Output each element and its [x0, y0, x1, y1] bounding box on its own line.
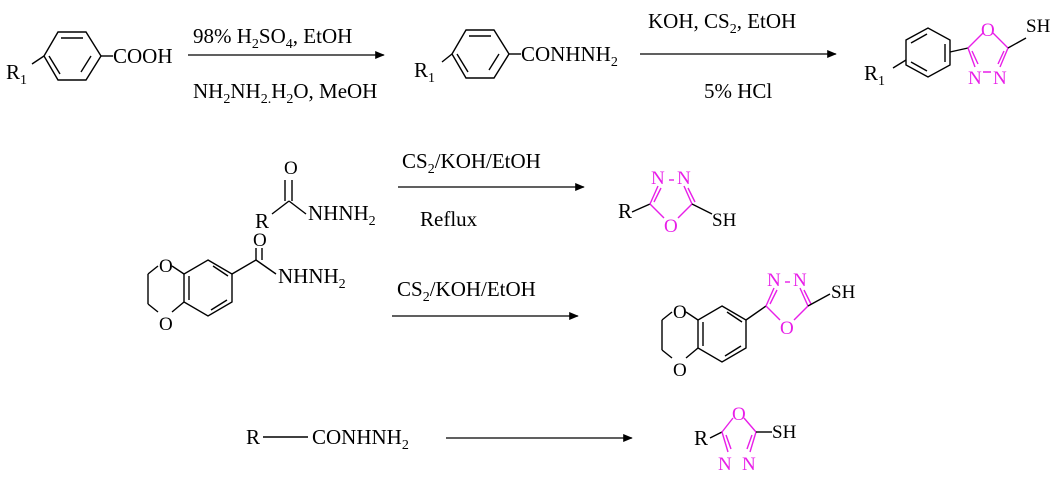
r-label: R: [255, 209, 269, 233]
carbonyl-oxygen: O: [284, 158, 298, 179]
sh-label: SH: [831, 282, 856, 303]
row2: O R NHNH2 CS2/KOH/EtOH Reflux R N N O SH: [255, 149, 737, 237]
reagent-2-top: KOH, CS2, EtOH: [648, 9, 796, 37]
dioxane-oxygen-1: O: [159, 256, 173, 277]
benzodioxane-hydrazide: O O O NHNH2: [147, 230, 346, 335]
nitrogen-label-1: N: [718, 454, 732, 475]
nitrogen-label-1: N: [651, 168, 665, 189]
acyl-hydrazide: O R NHNH2: [255, 158, 376, 233]
oxadiazole-thiol-product: R O SH N N: [694, 404, 797, 475]
aryl-oxadiazole-thiol: R1 O N N SH: [864, 16, 1051, 89]
alkyl-oxadiazole-thiol: R N N O SH: [618, 168, 737, 237]
nhnh2-label: NHNH2: [278, 264, 346, 292]
reagent-2-bottom: 5% HCl: [704, 79, 772, 103]
r-label: R: [618, 199, 632, 223]
reagent-4-top: CS2/KOH/EtOH: [397, 277, 536, 305]
conhnh2-label: CONHNH2: [312, 425, 409, 453]
conhnh2-label: CONHNH2: [521, 42, 618, 70]
sh-label: SH: [772, 422, 797, 443]
row4: R CONHNH2 R O SH N N: [246, 404, 797, 475]
reagent-1-top: 98% H2SO4, EtOH: [193, 24, 352, 52]
dioxane-oxygen-2: O: [673, 360, 687, 381]
benzene-ring: [697, 305, 747, 363]
aryl-hydrazide: R1 CONHNH2: [414, 29, 618, 86]
sh-label: SH: [1026, 16, 1051, 37]
benzene-ring: [43, 31, 102, 81]
reagent-3-top: CS2/KOH/EtOH: [402, 149, 541, 177]
benzene-ring: [183, 259, 233, 317]
benzodioxane-oxadiazole-thiol: O O N N O SH: [661, 270, 856, 381]
r-label: R: [246, 425, 260, 449]
nitrogen-label-2: N: [793, 270, 807, 291]
benzoic-acid: R1 COOH: [6, 31, 173, 88]
nitrogen-label-1: N: [968, 68, 982, 89]
dioxane-oxygen-2: O: [159, 314, 173, 335]
benzene-ring: [905, 27, 951, 78]
row1: R1 COOH 98% H2SO4, EtOH NH2NH2.H2O, MeOH…: [6, 9, 1051, 107]
r1-label: R1: [6, 60, 27, 88]
r1-label: R1: [864, 61, 885, 89]
cooh-label: COOH: [113, 44, 173, 68]
nitrogen-label-1: N: [767, 270, 781, 291]
r-label: R: [694, 426, 708, 450]
oxygen-label: O: [732, 404, 746, 425]
nhnh2-label: NHNH2: [308, 201, 376, 229]
carbonyl-oxygen: O: [253, 230, 267, 251]
nitrogen-label-2: N: [993, 68, 1007, 89]
nitrogen-label-2: N: [742, 454, 756, 475]
oxygen-label: O: [780, 318, 794, 339]
oxygen-label: O: [981, 20, 995, 41]
oxygen-label: O: [664, 216, 678, 237]
reagent-1-bottom: NH2NH2.H2O, MeOH: [193, 79, 377, 107]
r1-label: R1: [414, 58, 435, 86]
row3: O O O NHNH2 CS2/KOH/EtOH O O: [147, 230, 856, 381]
dioxane-oxygen-1: O: [673, 302, 687, 323]
reagent-3-bottom: Reflux: [420, 207, 478, 231]
sh-label: SH: [712, 210, 737, 231]
benzene-ring: [451, 29, 510, 79]
nitrogen-label-2: N: [677, 168, 691, 189]
